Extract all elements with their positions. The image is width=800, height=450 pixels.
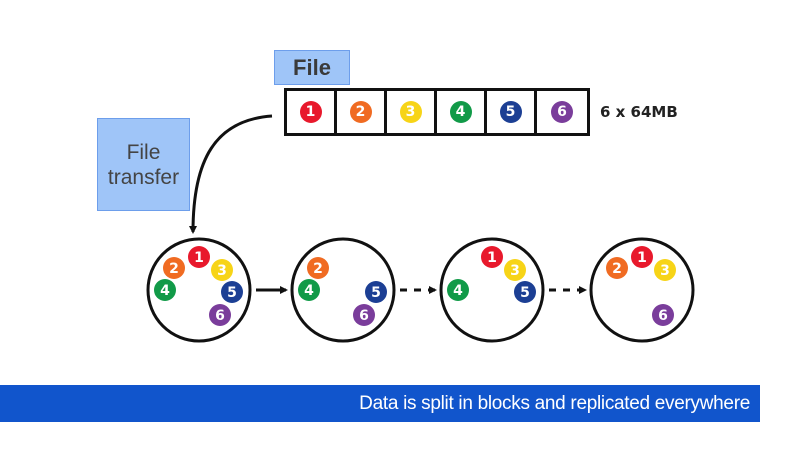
block-chip-3 — [654, 259, 676, 281]
block-chip-label: 3 — [660, 263, 670, 279]
block-chip-6 — [209, 304, 231, 326]
block-chip-label: 4 — [453, 283, 463, 299]
file-label-text: File — [293, 54, 331, 80]
block-chip-5 — [365, 281, 387, 303]
block-chip-4 — [298, 279, 320, 301]
block-chip-6: 6 — [551, 101, 573, 123]
block-chip-4 — [154, 279, 176, 301]
block-chip-6 — [353, 304, 375, 326]
block-chip-4 — [447, 279, 469, 301]
file-transfer-label-text: File transfer — [108, 140, 179, 190]
block-chip-2 — [307, 257, 329, 279]
block-chip-label: 2 — [313, 261, 323, 277]
transfer-arrow — [189, 114, 273, 234]
block-chip-label: 6 — [215, 308, 225, 324]
block-chip-2 — [163, 257, 185, 279]
block-chip-label: 2 — [612, 261, 622, 277]
size-label: 6 x 64MB — [600, 103, 678, 121]
file-block-6: 6 — [537, 91, 587, 133]
block-chip-5 — [514, 281, 536, 303]
block-chip-label: 5 — [520, 285, 530, 301]
block-chip-1: 1 — [299, 101, 322, 123]
block-chip-5 — [221, 281, 243, 303]
block-chip-label: 2 — [169, 261, 179, 277]
file-blocks: 1 2 3 4 5 6 — [284, 88, 590, 136]
file-block-2: 2 — [337, 91, 387, 133]
caption-text: Data is split in blocks and replicated e… — [359, 392, 750, 414]
file-block-5: 5 — [487, 91, 537, 133]
file-block-3: 3 — [387, 91, 437, 133]
block-chip-label: 6 — [359, 308, 369, 324]
block-chip-label: 5 — [371, 285, 381, 301]
file-block-4: 4 — [437, 91, 487, 133]
block-chip-label: 5 — [227, 285, 237, 301]
file-block-1: 1 — [287, 91, 337, 133]
block-chip-1 — [481, 246, 503, 268]
block-chip-1 — [188, 246, 210, 268]
block-chip-5: 5 — [499, 101, 522, 123]
caption-bar: Data is split in blocks and replicated e… — [0, 385, 760, 422]
file-transfer-line2: transfer — [107, 165, 180, 189]
block-chip-6 — [652, 304, 674, 326]
block-chip-3 — [211, 259, 233, 281]
node-3: 13 4 5 — [439, 237, 545, 343]
block-chip-label: 3 — [217, 263, 227, 279]
file-transfer-line1: File — [126, 140, 161, 164]
file-label: File — [274, 50, 350, 85]
block-chip-3: 3 — [399, 101, 422, 123]
block-chip-label: 4 — [304, 283, 314, 299]
block-chip-label: 6 — [658, 308, 668, 324]
node-4: 12 3 6 — [589, 237, 695, 343]
file-transfer-label: File transfer — [97, 118, 190, 211]
block-chip-2 — [606, 257, 628, 279]
block-chip-1 — [631, 246, 653, 268]
node-2: 2 4 56 — [290, 237, 396, 343]
block-chip-4: 4 — [449, 101, 472, 123]
block-chip-label: 3 — [510, 263, 520, 279]
block-chip-label: 1 — [194, 250, 204, 266]
block-chip-label: 1 — [487, 250, 497, 266]
block-chip-2: 2 — [349, 101, 372, 123]
block-chip-label: 1 — [637, 250, 647, 266]
block-chip-label: 4 — [160, 283, 170, 299]
block-chip-3 — [504, 259, 526, 281]
